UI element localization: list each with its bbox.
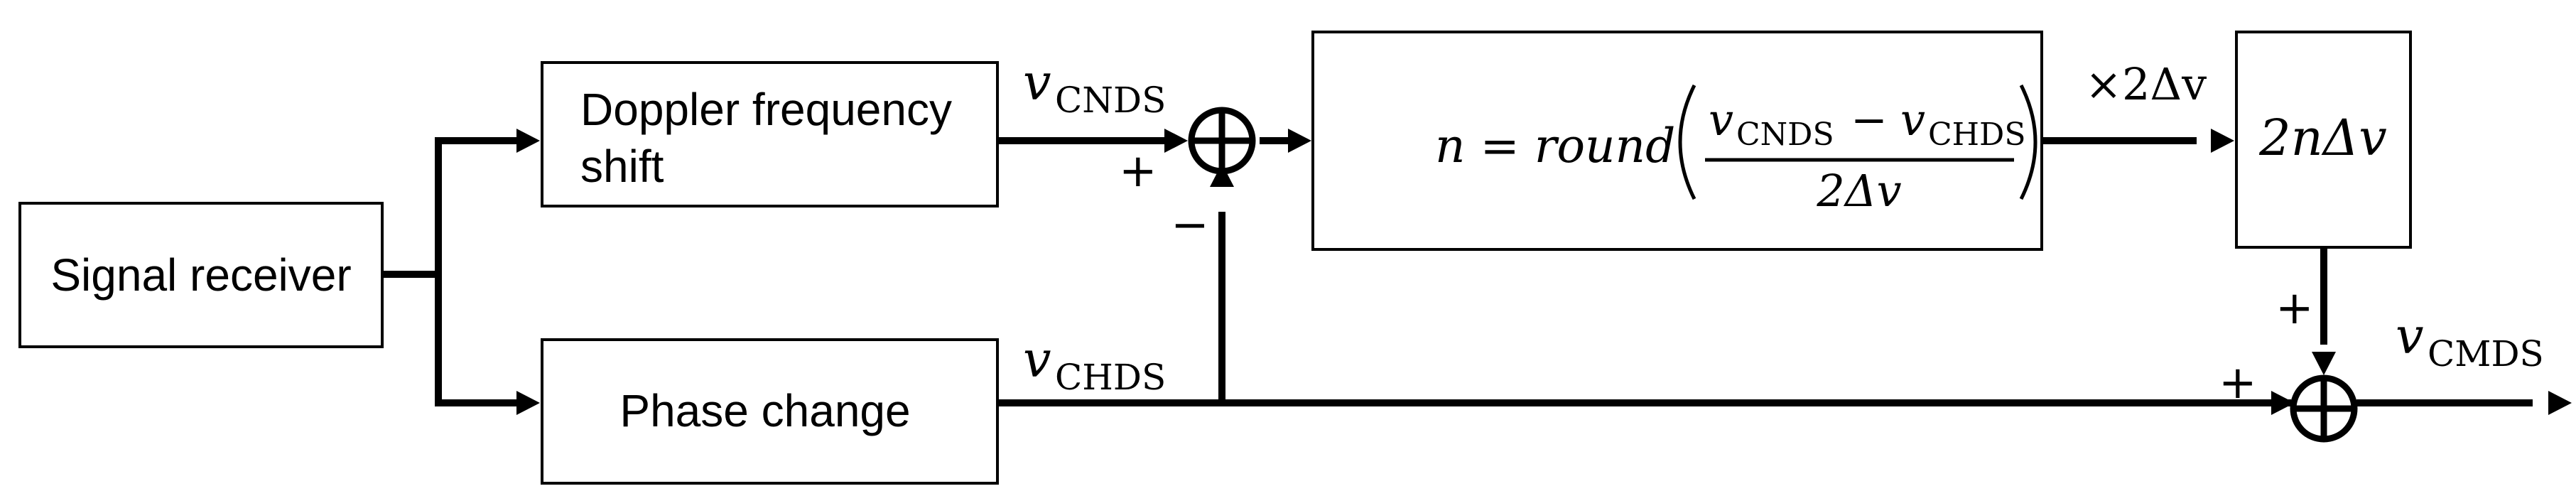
formula-numerator-v1: v [1709, 94, 1733, 146]
block-2n-delta-v: 2nΔv [2235, 31, 2412, 249]
arrowhead-output-block-in [2211, 129, 2234, 153]
wires [382, 137, 2533, 406]
phase-change-label: Phase change [619, 385, 910, 436]
output-block-label: 2nΔv [2258, 109, 2387, 167]
v-chds-symbol: v [1023, 330, 1051, 389]
v-cnds-subscript: CNDS [1055, 80, 1166, 121]
arrowhead-sum2-left [2271, 391, 2295, 415]
signal-label-v-chds: v CHDS [1023, 330, 1166, 398]
arrowhead-formula-in [1288, 129, 1311, 153]
sum1-minus-sign: − [1171, 199, 1209, 252]
multiplier-label: ×2Δv [2085, 58, 2207, 110]
formula-denominator: 2Δv [1816, 165, 1901, 217]
arrowhead-sum1-bottom [1210, 163, 1234, 187]
formula-numerator-minus: − [1851, 94, 1888, 146]
formula-numerator-v2: v [1900, 94, 1925, 146]
arrowhead-doppler-in [516, 129, 540, 153]
formula-numerator-sub2: CHDS [1928, 117, 2025, 153]
block-signal-receiver: Signal receiver [18, 202, 384, 348]
sum1-plus-sign: + [1119, 145, 1157, 198]
summing-junction-1 [1188, 107, 1256, 175]
signal-receiver-label: Signal receiver [50, 249, 351, 301]
arrowhead-phase-in [516, 391, 540, 415]
formula-numerator-sub1: CNDS [1736, 117, 1834, 153]
sum2-plus-left-sign: + [2219, 357, 2257, 409]
arrowheads [516, 129, 2572, 415]
signal-label-v-cnds: v CNDS [1023, 53, 1166, 121]
doppler-label-line1: Doppler frequency [580, 84, 952, 135]
signal-label-v-cmds: v CMDS [2396, 307, 2544, 374]
v-chds-subscript: CHDS [1055, 357, 1166, 398]
doppler-label-line2: shift [580, 141, 664, 192]
arrowhead-output [2548, 391, 2572, 415]
formula-lhs: n = round [1435, 119, 1675, 173]
block-phase-change: Phase change [541, 338, 999, 485]
summing-junction-2 [2290, 374, 2358, 443]
formula-right-paren [2019, 84, 2037, 200]
arrowhead-sum2-top [2312, 352, 2336, 375]
block-round-formula: n = round v CNDS − v CHDS 2Δv [1311, 31, 2043, 251]
v-cnds-symbol: v [1023, 53, 1051, 112]
arrowhead-sum1-left [1164, 129, 1188, 153]
formula-left-paren [1678, 84, 1696, 200]
block-doppler-shift: Doppler frequency shift [541, 61, 999, 207]
v-cmds-symbol: v [2396, 307, 2424, 365]
v-cmds-subscript: CMDS [2428, 333, 2544, 374]
sum2-plus-top-sign: + [2275, 282, 2314, 335]
